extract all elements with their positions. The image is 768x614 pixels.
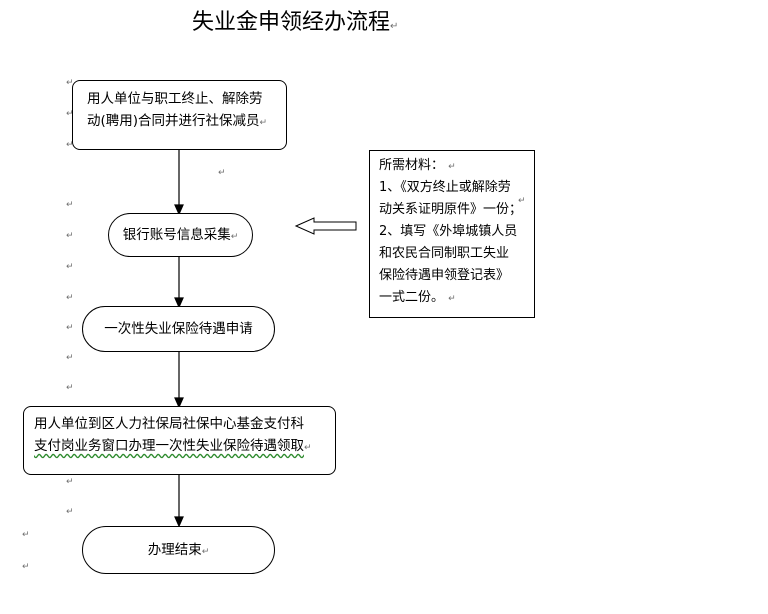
paragraph-mark-icon: ↵ (66, 383, 74, 393)
page-title-text: 失业金申领经办流程 (192, 10, 391, 35)
step-4-line-1: 用人单位到区人力社保局社保中心基金支付科 (34, 416, 304, 432)
paragraph-mark-icon: ↵ (66, 231, 74, 241)
step-bank-account-collection: 银行账号信息采集↵ (108, 213, 253, 257)
paragraph-mark-icon: ↵ (66, 353, 74, 363)
step-5-label: 办理结束↵ (147, 542, 210, 558)
step-lump-sum-application: 一次性失业保险待遇申请 (82, 306, 275, 352)
paragraph-mark-icon: ↵ (66, 78, 74, 88)
paragraph-mark-icon: ↵ (66, 507, 74, 517)
materials-arrow-icon (294, 217, 357, 235)
step-process-end: 办理结束↵ (82, 526, 275, 574)
page-title: 失业金申领经办流程↵ (192, 6, 452, 40)
paragraph-mark-icon: ↵ (22, 530, 30, 540)
step-box-fund-payment-window: 用人单位到区人力社保局社保中心基金支付科 支付岗业务窗口办理一次性失业保险待遇领… (23, 406, 336, 475)
materials-line-6: 一式二份。 ↵ (379, 290, 456, 305)
connector-arrowhead-2 (174, 297, 184, 309)
materials-line-3: 2、填写《外埠城镇人员 (379, 224, 518, 239)
paragraph-mark-icon: ↵ (22, 562, 30, 572)
materials-line-4: 和农民合同制职工失业 (379, 246, 510, 261)
step-box-terminate-contract: 用人单位与职工终止、解除劳 动(聘用)合同并进行社保减员↵ (72, 80, 287, 150)
materials-heading: 所需材料： ↵ (379, 158, 456, 173)
materials-line-2: 动关系证明原件》一份； (379, 202, 523, 217)
step-3-label: 一次性失业保险待遇申请 (104, 321, 253, 337)
paragraph-mark-icon: ↵ (390, 21, 399, 32)
required-materials-box: 所需材料： ↵ 1、《双方终止或解除劳 动关系证明原件》一份； 2、填写《外埠城… (369, 150, 535, 318)
paragraph-mark-icon: ↵ (66, 262, 74, 272)
paragraph-mark-icon: ↵ (518, 196, 526, 206)
step-4-line-2: 支付岗业务窗口办理一次性失业保险待遇领取↵ (34, 438, 312, 454)
connector-arrowhead-3 (174, 397, 184, 409)
materials-line-5: 保险待遇申领登记表》 (379, 268, 510, 283)
materials-line-1: 1、《双方终止或解除劳 (379, 180, 511, 195)
paragraph-mark-icon: ↵ (66, 109, 74, 119)
paragraph-mark-icon: ↵ (218, 168, 226, 178)
connector-arrowhead-4 (174, 516, 184, 528)
step-1-line-2: 动(聘用)合同并进行社保减员↵ (87, 113, 268, 129)
paragraph-mark-icon: ↵ (66, 293, 74, 303)
step-1-line-1: 用人单位与职工终止、解除劳 (87, 91, 263, 107)
paragraph-mark-icon: ↵ (66, 200, 74, 210)
paragraph-mark-icon: ↵ (66, 477, 74, 487)
connector-arrowhead-1 (174, 204, 184, 216)
paragraph-mark-icon: ↵ (66, 140, 74, 150)
paragraph-mark-icon: ↵ (66, 323, 74, 333)
step-2-label: 银行账号信息采集↵ (122, 227, 239, 243)
